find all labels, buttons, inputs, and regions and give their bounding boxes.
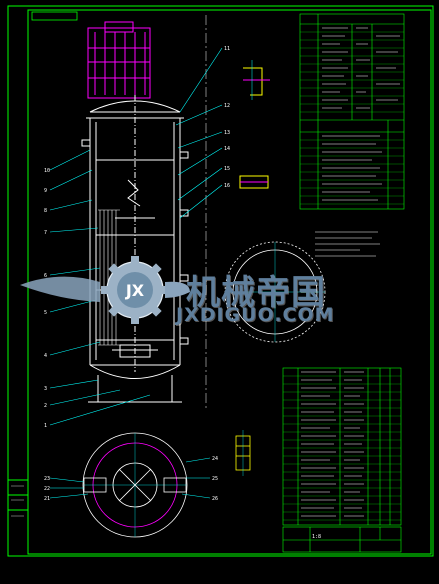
bill-of-materials [282,367,402,526]
detail-view-top [239,60,270,189]
table-text-marks [322,27,400,201]
callout-15: 15 [224,166,230,172]
leader-lines-left [49,149,151,426]
callout-1: 1 [44,423,47,429]
callout-5: 5 [44,310,47,316]
callout-8: 8 [44,208,47,214]
callout-25: 25 [212,476,218,482]
callout-10: 10 [44,168,50,174]
bom-text-marks [301,371,364,517]
left-strip [11,485,24,517]
vessel-section [81,15,207,410]
callout-22: 22 [44,486,50,492]
callout-numbers: 10 9 8 7 6 5 4 3 2 1 11 12 13 14 15 16 [44,46,230,429]
parameter-table-rows [300,31,404,205]
callout-23: 23 [44,476,50,482]
title-scale: 1:8 [312,534,321,540]
plan-callouts: 23 22 21 24 25 26 [44,456,218,502]
drawing-number-tab [31,11,78,21]
callout-14: 14 [224,146,230,152]
callout-4: 4 [44,353,47,359]
callout-11: 11 [224,46,230,52]
plan-view [49,432,211,538]
flange-ring-view [224,241,326,343]
small-detail [235,430,251,476]
watermark-url-text: JXDIGUO.COM [176,304,335,326]
callout-26: 26 [212,496,218,502]
callout-16: 16 [224,183,230,189]
callout-24: 24 [212,456,218,462]
callout-7: 7 [44,230,47,236]
callout-3: 3 [44,386,47,392]
leader-lines-right [175,47,223,219]
callout-12: 12 [224,103,230,109]
watermark-emblem-letters: JX [125,281,145,300]
bom-rows [283,375,401,521]
drawing-frame [7,5,434,557]
watermark-chinese-text: 机械帝国 [186,273,326,313]
callout-6: 6 [44,273,47,279]
callout-2: 2 [44,403,47,409]
agitator-drive [87,21,151,99]
callout-13: 13 [224,130,230,136]
watermark-emblem: JX [20,256,190,324]
title-block [282,526,402,553]
technical-notes [315,231,380,257]
callout-9: 9 [44,188,47,194]
callout-21: 21 [44,496,50,502]
